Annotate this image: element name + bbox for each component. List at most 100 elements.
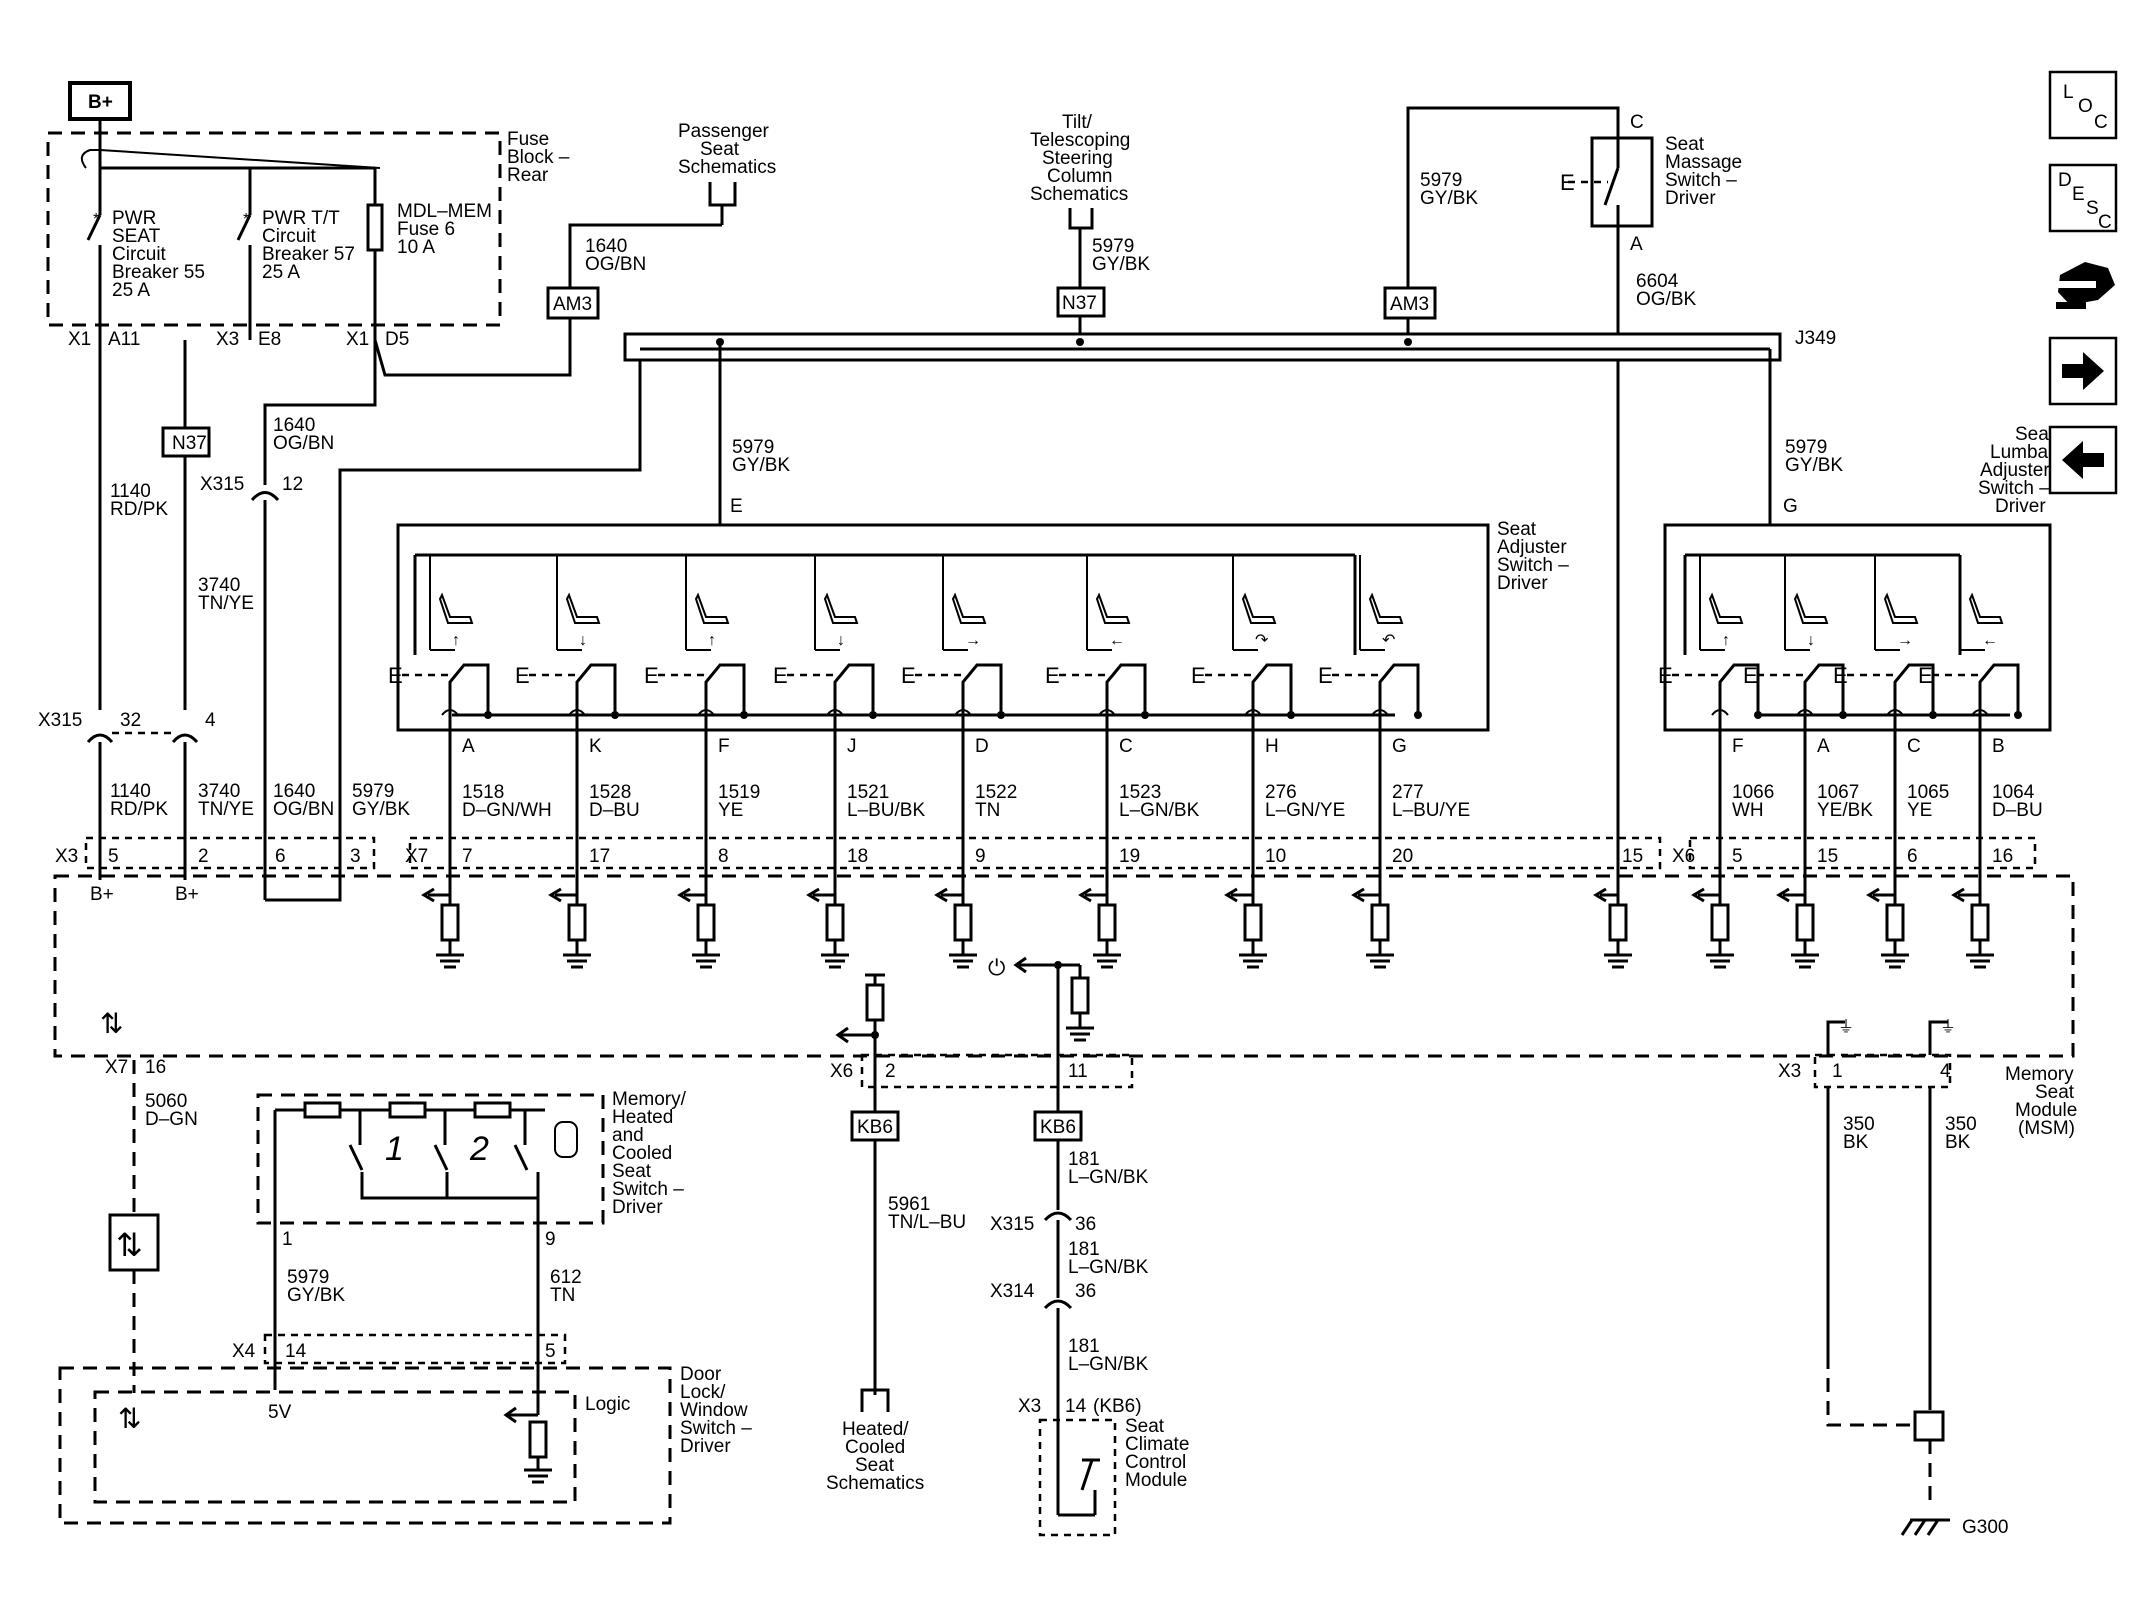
svg-text:D: D	[975, 736, 989, 757]
svg-text:X6: X6	[830, 1061, 853, 1082]
lumbar-wire-A-resistor	[1776, 868, 1819, 969]
svg-text:181: 181	[1068, 1149, 1100, 1170]
svg-text:MDL–MEM: MDL–MEM	[397, 201, 492, 222]
svg-text:⏻: ⏻	[988, 955, 1005, 980]
adjuster-wire-C-resistor	[1078, 868, 1121, 969]
svg-text:19: 19	[1119, 846, 1140, 867]
svg-text:J: J	[847, 736, 857, 757]
adjuster-switch-1: ↑E	[388, 555, 492, 719]
svg-text:F: F	[718, 736, 730, 757]
svg-text:X315: X315	[38, 710, 82, 731]
svg-text:14: 14	[285, 1341, 307, 1362]
svg-text:YE/BK: YE/BK	[1817, 800, 1873, 821]
svg-text:1518: 1518	[462, 782, 504, 803]
svg-text:AM3: AM3	[1390, 294, 1429, 315]
svg-text:350: 350	[1945, 1114, 1977, 1135]
svg-text:↷: ↷	[1255, 632, 1269, 649]
steering-column-ref: Tilt/ Telescoping Steering Column Schema…	[1030, 112, 1130, 288]
svg-text:5060: 5060	[145, 1091, 187, 1112]
svg-text:↓: ↓	[579, 632, 587, 649]
svg-text:B+: B+	[90, 884, 114, 905]
svg-text:PWR T/T: PWR T/T	[262, 208, 340, 229]
svg-text:3740: 3740	[198, 575, 240, 596]
svg-text:Breaker 55: Breaker 55	[112, 262, 205, 283]
memory-heated-switch: Memory/ Heated and Cooled Seat Switch – …	[256, 1089, 687, 1250]
circuit-breaker-57: * PWR T/T Circuit Breaker 57 25 A	[236, 168, 355, 340]
lumbar-wire-F-resistor	[1691, 868, 1734, 969]
svg-text:BK: BK	[1843, 1132, 1869, 1153]
svg-text:1640: 1640	[273, 415, 315, 436]
svg-text:E: E	[388, 663, 403, 688]
svg-text:Schematics: Schematics	[678, 157, 776, 178]
svg-text:E: E	[515, 663, 530, 688]
lumbar-wire-B-resistor	[1951, 868, 1994, 969]
svg-text:1521: 1521	[847, 782, 889, 803]
svg-text:Telescoping: Telescoping	[1030, 130, 1130, 151]
svg-text:Breaker 57: Breaker 57	[262, 244, 355, 265]
svg-text:5V: 5V	[268, 1402, 292, 1423]
svg-text:5: 5	[1732, 846, 1743, 867]
splice-n37-left: N37	[161, 426, 211, 458]
next-page-button[interactable]	[2048, 336, 2118, 406]
lumbar-switch-1: ↑E	[1658, 555, 1762, 719]
svg-text:↓: ↓	[837, 632, 845, 649]
svg-text:E: E	[2072, 184, 2085, 205]
svg-text:Seat: Seat	[612, 1161, 652, 1182]
prev-page-button[interactable]	[2048, 425, 2118, 495]
svg-text:350: 350	[1843, 1114, 1875, 1135]
svg-text:Control: Control	[1125, 1452, 1186, 1473]
splice-am3-2: AM3	[1383, 286, 1437, 320]
svg-text:YE: YE	[1907, 800, 1932, 821]
connector-view-icon[interactable]	[2056, 262, 2115, 309]
svg-text:KB6: KB6	[1040, 1117, 1076, 1138]
svg-text:⇅: ⇅	[100, 1008, 123, 1039]
svg-text:X1: X1	[346, 329, 369, 350]
svg-text:KB6: KB6	[857, 1117, 893, 1138]
svg-text:(KB6): (KB6)	[1093, 1396, 1142, 1417]
svg-text:4: 4	[1940, 1061, 1951, 1082]
svg-text:A11: A11	[108, 329, 140, 350]
svg-text:C: C	[2098, 212, 2112, 233]
svg-text:Climate: Climate	[1125, 1434, 1189, 1455]
svg-text:←: ←	[1109, 632, 1125, 649]
svg-text:K: K	[589, 736, 602, 757]
svg-text:Driver: Driver	[1665, 188, 1716, 209]
svg-text:OG/BN: OG/BN	[273, 799, 334, 820]
circuit-breaker-55: * PWR SEAT Circuit Breaker 55 25 A	[86, 168, 205, 340]
svg-text:L–BU/BK: L–BU/BK	[847, 800, 925, 821]
svg-text:1528: 1528	[589, 782, 631, 803]
svg-text:X314: X314	[990, 1281, 1035, 1302]
desc-button[interactable]: D E S C	[2048, 163, 2118, 233]
adjuster-switch-4: ↓E	[773, 555, 877, 719]
svg-text:181: 181	[1068, 1239, 1100, 1260]
loc-button[interactable]: L O C	[2048, 70, 2118, 140]
svg-text:X3: X3	[1778, 1061, 1801, 1082]
svg-text:A: A	[462, 736, 475, 757]
svg-text:Passenger: Passenger	[678, 121, 770, 142]
svg-text:4: 4	[205, 710, 216, 731]
svg-text:X4: X4	[232, 1341, 256, 1362]
svg-text:276: 276	[1265, 782, 1297, 803]
svg-text:D–BU: D–BU	[1992, 800, 2043, 821]
svg-text:⏚: ⏚	[1940, 1018, 1956, 1036]
svg-text:RD/PK: RD/PK	[110, 499, 168, 520]
svg-text:1: 1	[1832, 1061, 1843, 1082]
svg-text:L: L	[2063, 82, 2074, 103]
svg-text:Adjuster: Adjuster	[1980, 460, 2050, 481]
splice-n37-top: N37	[1056, 286, 1106, 318]
memory-seat-module: Memory Seat Module (MSM)	[53, 874, 2077, 1139]
connector-x7-top	[408, 836, 1662, 870]
seat-massage-switch: E C A Seat Massage Switch – Driver	[1560, 112, 1742, 255]
svg-text:B+: B+	[175, 884, 199, 905]
connector-x4: X4 14 5	[232, 1333, 567, 1365]
svg-text:Seat: Seat	[1497, 519, 1537, 540]
svg-text:2: 2	[469, 1130, 489, 1168]
svg-text:1519: 1519	[718, 782, 760, 803]
svg-text:Switch –: Switch –	[1497, 555, 1569, 576]
svg-text:GY/BK: GY/BK	[1785, 455, 1843, 476]
svg-text:Seat: Seat	[2015, 424, 2055, 445]
svg-text:X3: X3	[55, 846, 78, 867]
svg-text:TN: TN	[550, 1285, 575, 1306]
